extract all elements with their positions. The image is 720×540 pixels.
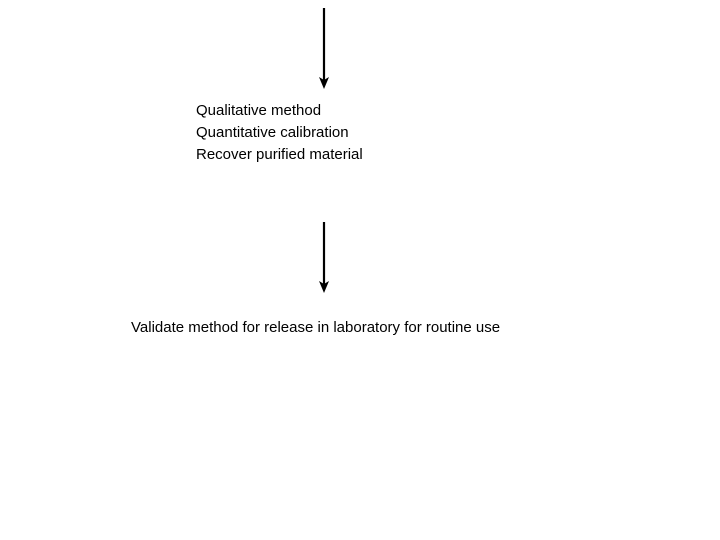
arrow-down-icon-bottom-connector	[319, 222, 329, 293]
method-step-line-2: Quantitative calibration	[196, 124, 349, 141]
method-steps-block: Qualitative method Quantitative calibrat…	[196, 100, 363, 166]
method-step-line-1: Qualitative method	[196, 102, 322, 119]
arrow-down-icon-top-connector	[319, 8, 329, 89]
validation-statement: Validate method for release in laborator…	[131, 319, 501, 336]
arrowhead	[319, 281, 329, 293]
method-step-line-3: Recover purified material	[196, 146, 363, 163]
arrowhead	[319, 77, 329, 89]
